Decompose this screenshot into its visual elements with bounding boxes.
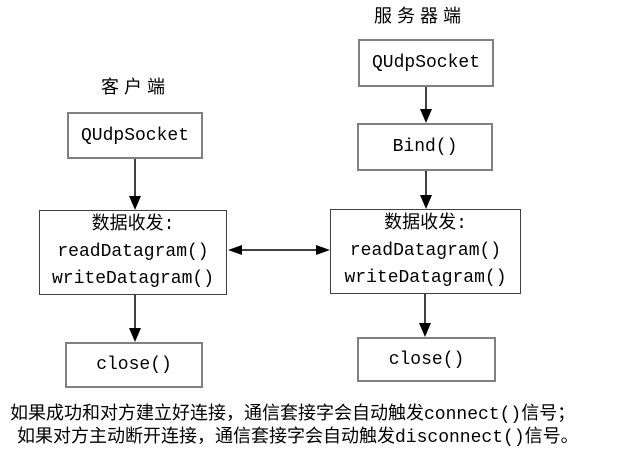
server-close-label: close() xyxy=(388,349,465,370)
arrow-server-bind-to-data-icon xyxy=(420,171,432,209)
server-write-datagram-label: writeDatagram() xyxy=(344,268,507,288)
note-text: 如果成功和对方建立好连接，通信套接字会自动触发connect()信号； 如果对方… xyxy=(10,404,625,450)
server-bind-box: Bind() xyxy=(357,123,493,171)
client-read-datagram-label: readDatagram() xyxy=(57,242,209,262)
arrow-bidirectional-data-exchange-icon xyxy=(228,245,330,255)
client-column-header: 客户端 xyxy=(101,77,170,97)
note-line-2: 如果对方主动断开连接，通信套接字会自动触发disconnect()信号。 xyxy=(17,428,579,448)
client-write-datagram-label: writeDatagram() xyxy=(51,269,215,289)
server-read-datagram-label: readDatagram() xyxy=(349,241,502,261)
client-data-transfer-box: 数据收发: readDatagram() writeDatagram() xyxy=(39,210,227,295)
arrow-server-socket-to-bind-icon xyxy=(420,87,432,123)
client-close-label: close() xyxy=(96,355,172,375)
server-column-header: 服务器端 xyxy=(374,6,466,26)
server-data-transfer-box: 数据收发: readDatagram() writeDatagram() xyxy=(330,209,521,294)
server-close-box: close() xyxy=(357,337,496,382)
client-qudpsocket-box: QUdpSocket xyxy=(67,112,203,159)
note-line-1: 如果成功和对方建立好连接，通信套接字会自动触发connect()信号； xyxy=(10,405,576,425)
arrow-client-data-to-close-icon xyxy=(129,295,141,342)
arrow-server-data-to-close-icon xyxy=(419,294,431,337)
client-qudpsocket-label: QUdpSocket xyxy=(80,125,190,146)
server-qudpsocket-label: QUdpSocket xyxy=(371,53,481,73)
client-data-transfer-title: 数据收发: xyxy=(91,215,175,235)
arrow-client-socket-to-data-icon xyxy=(129,159,141,210)
client-close-box: close() xyxy=(65,342,203,388)
server-bind-label: Bind() xyxy=(392,137,458,157)
server-data-transfer-title: 数据收发: xyxy=(384,214,467,234)
server-qudpsocket-box: QUdpSocket xyxy=(358,39,494,87)
